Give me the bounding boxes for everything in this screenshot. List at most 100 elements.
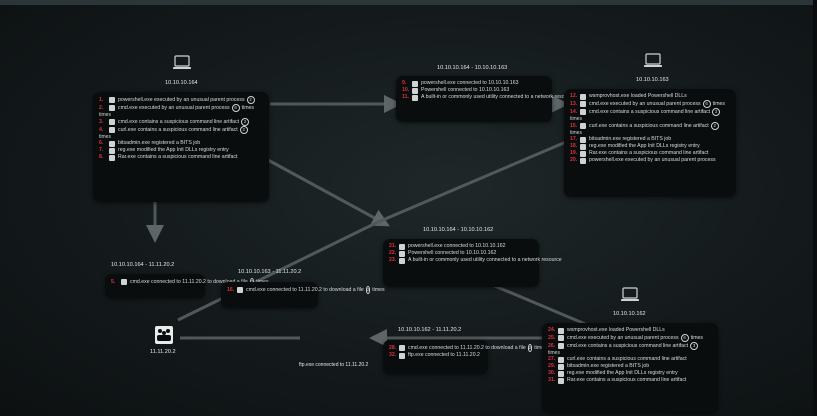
alert-number: 22. bbox=[389, 250, 397, 256]
times-suffix: times bbox=[241, 104, 255, 111]
process-icon bbox=[237, 287, 243, 293]
alert-text: cmd.exe executed by an unusual parent pr… bbox=[567, 334, 679, 341]
alert-number: 26. bbox=[548, 342, 556, 349]
alert-card-164-163[interactable]: 9.powershell.exe connected to 10.10.10.1… bbox=[396, 76, 575, 122]
alert-row[interactable]: 18.reg.exe modified the App Init DLLs re… bbox=[570, 143, 730, 150]
process-icon bbox=[109, 97, 115, 103]
alert-text: curl.exe contains a suspicious command l… bbox=[118, 126, 238, 133]
alert-row[interactable]: 19.Rar.exe contains a suspicious command… bbox=[570, 150, 730, 157]
alert-number: 5. bbox=[111, 278, 116, 285]
alert-card-164-162[interactable]: 21.powershell.exe connected to 10.10.10.… bbox=[383, 239, 562, 287]
alert-number: 2. bbox=[99, 104, 104, 111]
alert-row[interactable]: 11.A built-in or commonly used utility c… bbox=[402, 94, 575, 101]
alert-row[interactable]: 26.cmd.exe contains a suspicious command… bbox=[548, 342, 712, 350]
host-label-ext: 11.11.20.2 bbox=[150, 349, 176, 355]
edge-label-164-162: 10.10.10.164 - 10.10.10.162 bbox=[423, 227, 494, 233]
alert-number: 20. bbox=[570, 157, 578, 163]
alert-number: 10. bbox=[402, 87, 410, 93]
alert-number: 1. bbox=[99, 96, 104, 103]
alert-text: Powershell connected to 10.10.10.162 bbox=[408, 250, 497, 256]
alert-row[interactable]: 27.curl.exe contains a suspicious comman… bbox=[548, 356, 712, 363]
alert-row[interactable]: 22. Powershell connected to 10.10.10.162 bbox=[389, 250, 533, 257]
alert-row[interactable]: 1.powershell.exe executed by an unusual … bbox=[99, 96, 263, 104]
alert-row[interactable]: 14.cmd.exe contains a suspicious command… bbox=[570, 108, 730, 116]
count-badge: 2 bbox=[365, 286, 371, 294]
alert-row[interactable]: 23.A built-in or commonly used utility c… bbox=[389, 257, 562, 264]
alert-row[interactable]: 4.curl.exe contains a suspicious command… bbox=[99, 126, 263, 134]
alert-row[interactable]: 6. bitsadmin.exe registered a BITS job bbox=[99, 140, 263, 147]
laptop-icon[interactable] bbox=[620, 287, 640, 303]
alert-text: bitsadmin.exe registered a BITS job bbox=[118, 140, 201, 146]
alert-number: 16. bbox=[227, 286, 235, 293]
process-icon bbox=[109, 154, 115, 161]
process-icon bbox=[399, 243, 405, 250]
alert-number: 25. bbox=[548, 334, 556, 341]
alert-row[interactable]: 16.cmd.exe connected to 11.11.20.2 to do… bbox=[227, 286, 385, 294]
alert-text: wsmprovhost.exe loaded Powershell DLLs bbox=[567, 327, 665, 333]
alert-number: 9. bbox=[402, 80, 407, 86]
alert-row[interactable]: 28.cmd.exe connected to 11.11.20.2 to do… bbox=[389, 344, 547, 352]
alert-number: 6. bbox=[99, 140, 104, 146]
alert-number: 8. bbox=[99, 154, 104, 160]
alert-card-163-ext[interactable]: 16.cmd.exe connected to 11.11.20.2 to do… bbox=[221, 282, 385, 308]
alert-card-164[interactable]: 1.powershell.exe executed by an unusual … bbox=[93, 92, 269, 202]
count-badge: 6 bbox=[231, 104, 240, 112]
alert-row[interactable]: 12.wsmprovhost.exe loaded Powershell DLL… bbox=[570, 93, 730, 100]
edge-163-ext-diag bbox=[377, 140, 567, 224]
alert-card-162-ext[interactable]: 28.cmd.exe connected to 11.11.20.2 to do… bbox=[383, 340, 547, 374]
process-icon bbox=[121, 279, 127, 285]
alert-row[interactable]: 2.cmd.exe executed by an unusual parent … bbox=[99, 104, 263, 112]
process-icon bbox=[580, 123, 586, 129]
alert-row[interactable]: 20.powershell.exe executed by an unusual… bbox=[570, 157, 730, 164]
alert-row[interactable]: 10. Powershell connected to 10.10.10.163 bbox=[402, 87, 546, 94]
alert-number: 15. bbox=[570, 122, 578, 129]
laptop-icon[interactable] bbox=[172, 55, 192, 71]
alert-text: Powershell connected to 10.10.10.163 bbox=[421, 87, 510, 93]
alert-number: 19. bbox=[570, 150, 578, 156]
alert-text: Rar.exe contains a suspicious command li… bbox=[118, 154, 238, 160]
alert-text: A built-in or commonly used utility conn… bbox=[408, 257, 562, 263]
alert-row[interactable]: 21.powershell.exe connected to 10.10.10.… bbox=[389, 243, 533, 250]
count-badge: 6 bbox=[680, 334, 689, 342]
process-icon bbox=[109, 127, 115, 133]
alert-row[interactable]: 29.bitsadmin.exe registered a BITS job bbox=[548, 363, 712, 370]
alert-row[interactable]: 30.reg.exe modified the App Init DLLs re… bbox=[548, 370, 712, 377]
count-badge: 2 bbox=[241, 118, 250, 126]
alert-row[interactable]: 15.curl.exe contains a suspicious comman… bbox=[570, 122, 730, 130]
alert-row[interactable]: 17.bitsadmin.exe registered a BITS job bbox=[570, 136, 730, 143]
alert-row[interactable]: 7.reg.exe modified the App Init DLLs reg… bbox=[99, 147, 263, 154]
process-icon bbox=[109, 147, 115, 154]
alert-row[interactable]: 8. Rar.exe contains a suspicious command … bbox=[99, 154, 263, 161]
process-icon bbox=[399, 345, 405, 351]
process-icon bbox=[412, 80, 418, 87]
alert-card-164-ext[interactable]: 5. cmd.exe connected to 11.11.20.2 to dow… bbox=[105, 274, 269, 298]
alert-number: 12. bbox=[570, 93, 578, 99]
alert-row[interactable]: 13.cmd.exe executed by an unusual parent… bbox=[570, 100, 730, 108]
alert-card-163[interactable]: 12.wsmprovhost.exe loaded Powershell DLL… bbox=[564, 89, 736, 197]
alert-text: reg.exe modified the App Init DLLs regis… bbox=[118, 147, 229, 153]
alert-row[interactable]: 24.wsmprovhost.exe loaded Powershell DLL… bbox=[548, 327, 712, 334]
alert-row[interactable]: 3.cmd.exe contains a suspicious command … bbox=[99, 118, 263, 126]
process-icon bbox=[558, 370, 564, 377]
times-suffix: times bbox=[690, 334, 704, 341]
process-icon bbox=[558, 343, 564, 349]
alert-row[interactable]: 5. cmd.exe connected to 11.11.20.2 to dow… bbox=[111, 278, 269, 286]
process-icon bbox=[558, 356, 564, 363]
laptop-icon[interactable] bbox=[643, 53, 663, 69]
alert-text: cmd.exe connected to 11.11.20.2 to downl… bbox=[130, 278, 248, 285]
alert-card-162[interactable]: 24.wsmprovhost.exe loaded Powershell DLL… bbox=[542, 323, 718, 413]
count-badge: 3 bbox=[712, 108, 721, 116]
alert-row[interactable]: 32.ftp.exe connected to 11.11.20.2 bbox=[389, 352, 482, 359]
edge-163-ext-diag2 bbox=[177, 220, 379, 322]
count-badge: 2 bbox=[710, 122, 719, 130]
alert-text: cmd.exe contains a suspicious command li… bbox=[118, 118, 240, 125]
users-icon[interactable] bbox=[153, 325, 175, 345]
times-label: times bbox=[570, 116, 582, 122]
count-badge: 2 bbox=[239, 126, 248, 134]
alert-text: curl.exe contains a suspicious command l… bbox=[567, 356, 687, 362]
alert-row[interactable]: 9.powershell.exe connected to 10.10.10.1… bbox=[402, 80, 546, 87]
alert-row[interactable]: 31.Rar.exe contains a suspicious command… bbox=[548, 377, 712, 384]
alert-row[interactable]: 25. cmd.exe executed by an unusual parent… bbox=[548, 334, 712, 342]
alert-text: reg.exe modified the App Init DLLs regis… bbox=[567, 370, 678, 376]
